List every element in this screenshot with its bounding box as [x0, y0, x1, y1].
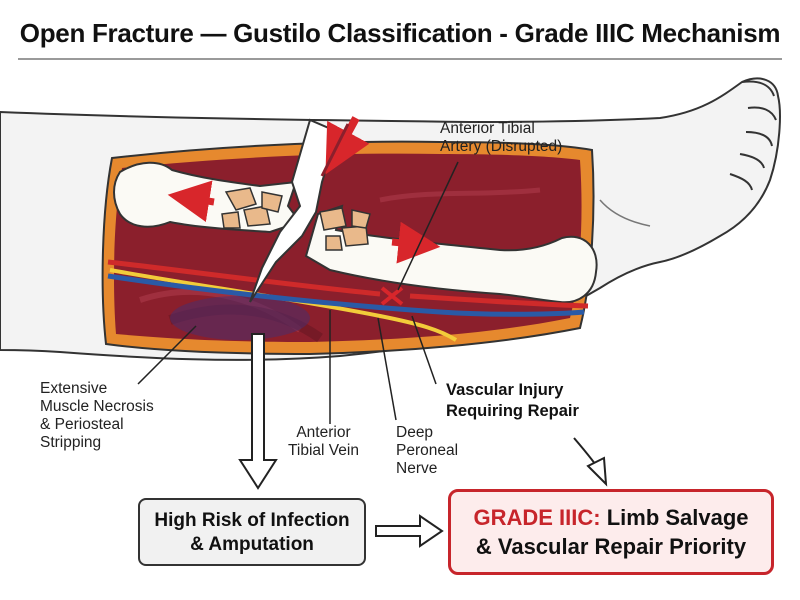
grade-line-1-rest: Limb Salvage	[606, 505, 749, 530]
grade-line-1: GRADE IIIC: Limb Salvage	[451, 503, 771, 532]
impact-shaft	[320, 123, 350, 177]
grade-label: GRADE IIIC:	[473, 505, 601, 530]
displacement-arrow-left	[167, 180, 215, 222]
risk-line-1: High Risk of Infection	[154, 510, 350, 531]
tibia-distal-fragment	[304, 204, 598, 304]
label-muscle-necrosis: Extensive Muscle Necrosis & Periosteal S…	[40, 380, 154, 451]
displacement-arrow-right	[391, 221, 441, 264]
grade-box: GRADE IIIC: Limb Salvage & Vascular Repa…	[448, 489, 774, 575]
label-anterior-tibial-artery: Anterior Tibial Artery (Disrupted)	[440, 120, 563, 155]
impact-force-arrow	[325, 116, 370, 175]
ankle-line	[599, 199, 651, 227]
leader-lines	[137, 161, 459, 424]
label-deep-peroneal-nerve: Deep Peroneal Nerve	[396, 424, 459, 477]
toe-lines	[729, 80, 777, 191]
risk-to-grade-arrow	[375, 514, 444, 548]
down-arrow	[238, 333, 278, 490]
artery-disruption-mark	[380, 286, 404, 306]
title-divider	[18, 58, 782, 60]
risk-box: High Risk of Infection & Amputation	[138, 498, 366, 566]
diagram-title: Open Fracture — Gustilo Classification -…	[19, 18, 781, 48]
risk-line-2: & Amputation	[190, 534, 314, 555]
grade-line-2: & Vascular Repair Priority	[475, 534, 747, 559]
anterior-tibial-artery-proximal	[107, 259, 381, 297]
nerve-line	[109, 268, 458, 342]
anterior-tibial-artery-distal	[409, 293, 589, 309]
label-vascular-injury: Vascular Injury Requiring Repair	[446, 381, 579, 420]
label-anterior-tibial-vein: Anterior Tibial Vein	[288, 424, 359, 459]
anterior-tibial-vein	[107, 273, 585, 317]
bone-fragments	[221, 187, 371, 251]
